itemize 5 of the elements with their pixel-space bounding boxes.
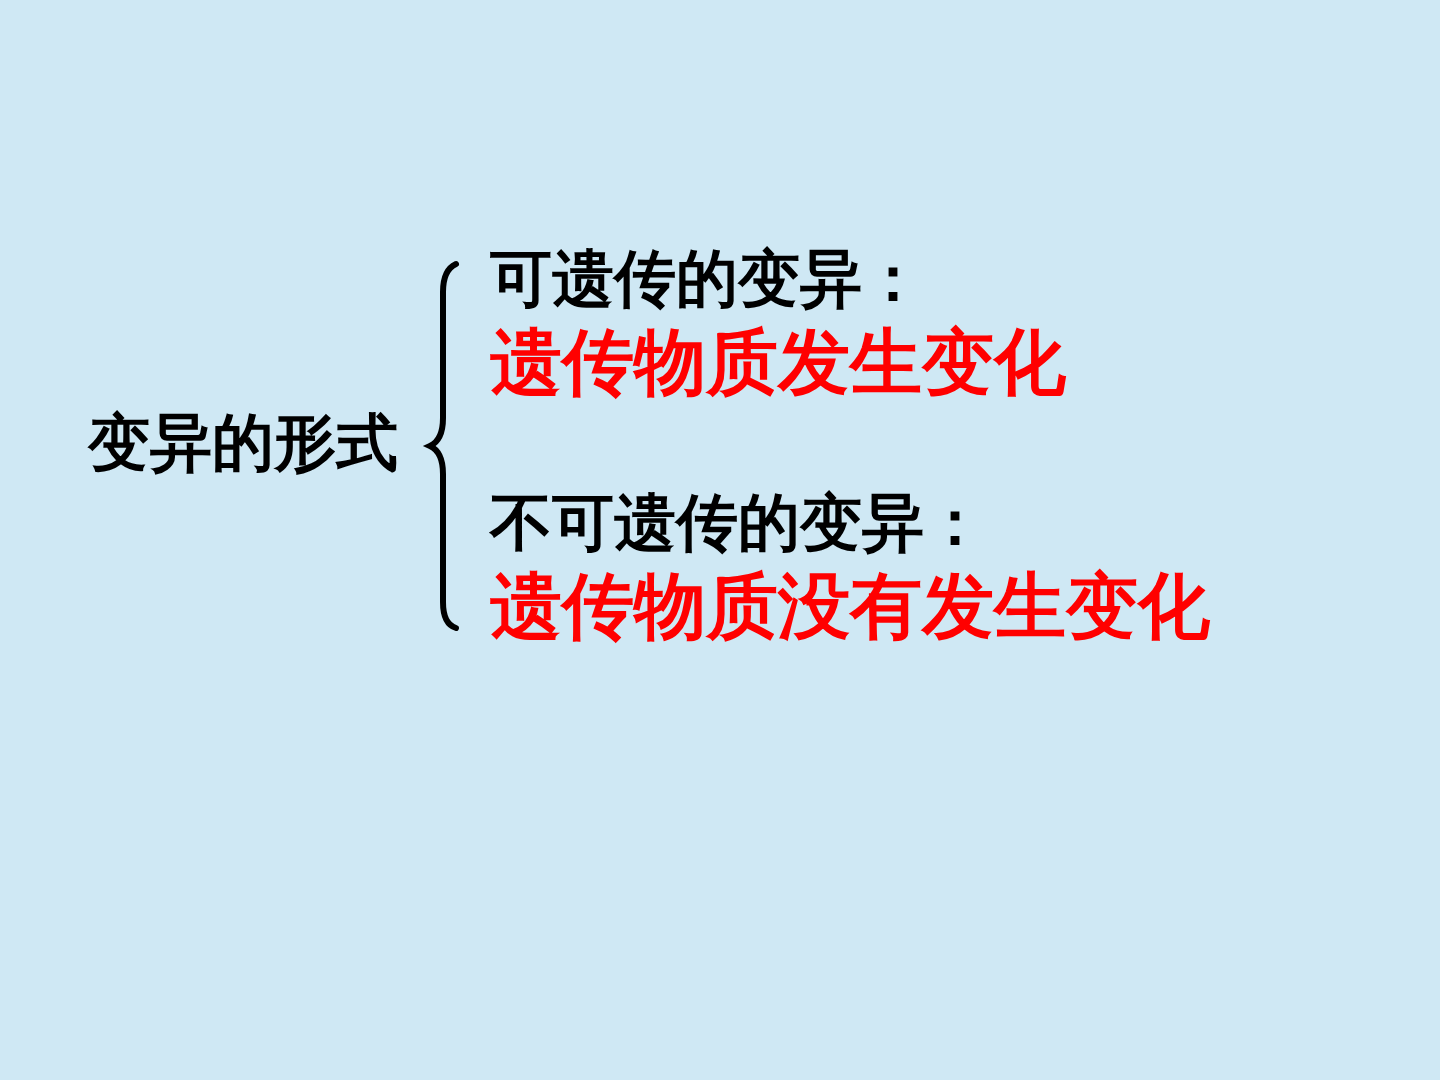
description-label: 遗传物质没有发生变化	[490, 570, 1210, 642]
description-label: 遗传物质发生变化	[490, 326, 1066, 398]
category-label: 可遗传的变异：	[490, 248, 924, 310]
category-label: 不可遗传的变异：	[490, 492, 986, 554]
heading-label: 变异的形式	[88, 412, 398, 474]
